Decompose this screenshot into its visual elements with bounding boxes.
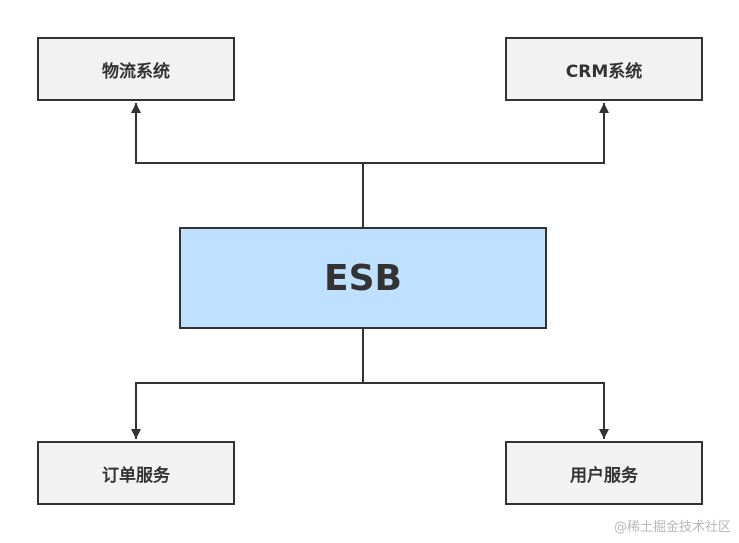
node-esb: ESB xyxy=(179,227,547,329)
connector-trunk-to-logistics xyxy=(131,103,363,164)
watermark-text: @稀土掘金技术社区 xyxy=(613,520,731,535)
node-user-service: 用户服务 xyxy=(505,441,703,505)
connector-trunk-to-user xyxy=(363,382,609,439)
node-logistics-system: 物流系统 xyxy=(37,37,235,101)
node-crm-system: CRM系统 xyxy=(505,37,703,101)
connector-trunk-to-crm xyxy=(363,103,609,164)
node-order-service: 订单服务 xyxy=(37,441,235,505)
connector-trunk-to-order xyxy=(131,382,363,439)
